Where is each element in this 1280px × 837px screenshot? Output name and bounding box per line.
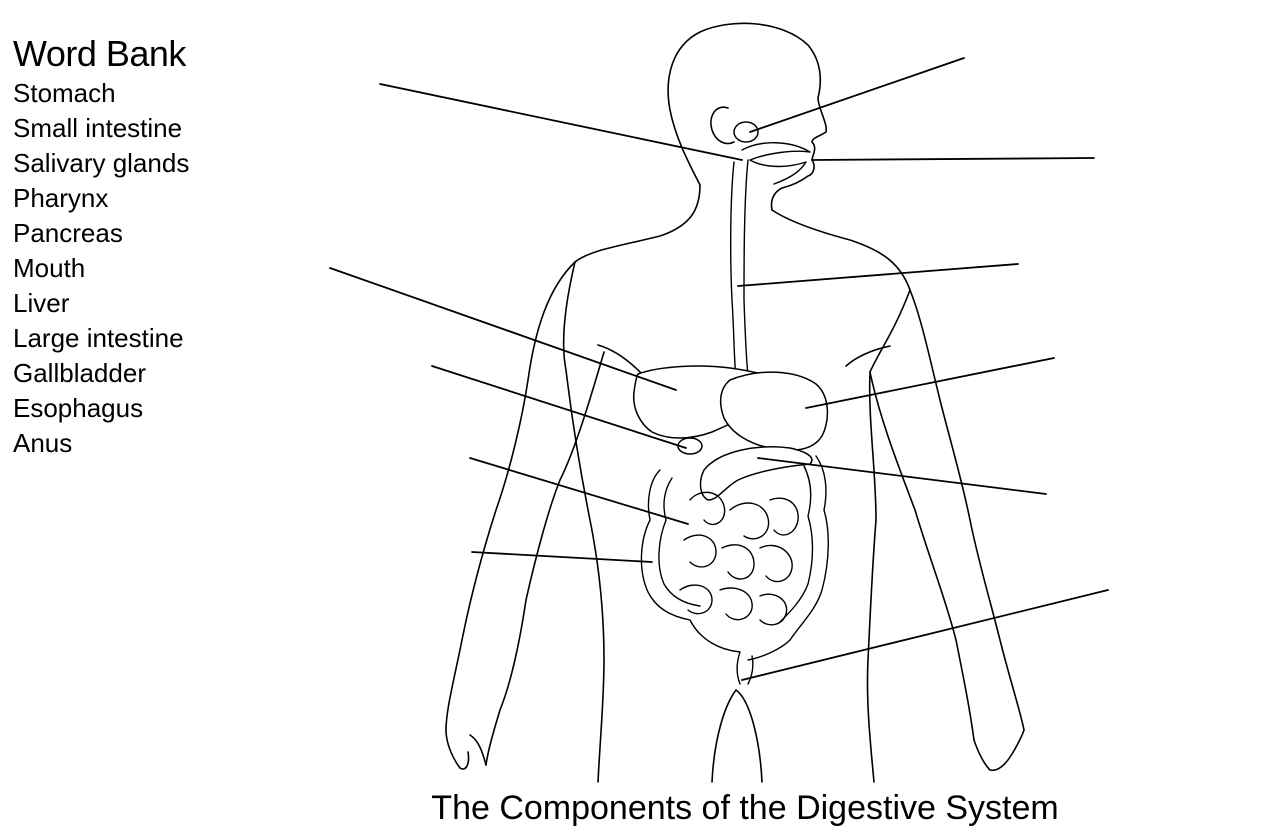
salivary-gland [733,121,759,143]
large-intestine-inner [658,465,814,623]
label-leader-lines [329,57,1109,681]
pancreas-shape [699,446,813,501]
word-bank-item: Mouth [13,253,86,283]
anus-shape [736,651,754,685]
pancreas-leader [757,457,1047,495]
right-inner-arm [869,371,975,741]
esophagus-tube [729,159,749,379]
stomach-shape [719,371,829,451]
word-bank-title: Word Bank [13,33,186,74]
left-shoulder [445,184,701,731]
anus-leader [741,589,1109,681]
ear-outline [710,106,735,145]
word-bank-item: Liver [13,288,70,318]
diagram-caption: The Components of the Digestive System [431,789,1059,827]
word-bank-item: Esophagus [13,393,144,423]
left-inner-arm [485,351,605,766]
esophagus-leader [737,263,1019,287]
liver-leader [329,267,677,391]
organs [632,121,829,685]
left-hand [445,729,487,770]
word-bank-item: Anus [13,428,73,458]
gallbladder-leader [431,365,687,449]
chest-contour [597,344,891,373]
right-hand [973,729,1025,772]
pharynx-leader [379,83,743,161]
left-torso-side [562,261,605,783]
small-intestine-coils [679,491,799,626]
right-torso-side [866,289,911,783]
word-bank-item: Large intestine [13,323,184,353]
nasal-cavity [741,142,811,185]
right-shoulder [771,209,1025,731]
stomach-leader [805,357,1055,409]
small-intestine-leader [469,457,689,525]
word-bank-item: Gallbladder [13,358,146,388]
word-bank-item: Pancreas [13,218,123,248]
word-bank-item: Pharynx [13,183,109,213]
body-outline [445,22,1025,783]
mouth-leader [811,157,1095,161]
large-intestine-frame [640,455,829,661]
word-bank-item: Salivary glands [13,148,190,178]
word-bank-item: Small intestine [13,113,183,143]
head-outline [667,22,828,211]
large-intestine-leader [471,551,653,563]
leg-split [711,689,763,783]
salivary-gland-leader [749,57,965,133]
word-bank-item: Stomach [13,78,116,108]
